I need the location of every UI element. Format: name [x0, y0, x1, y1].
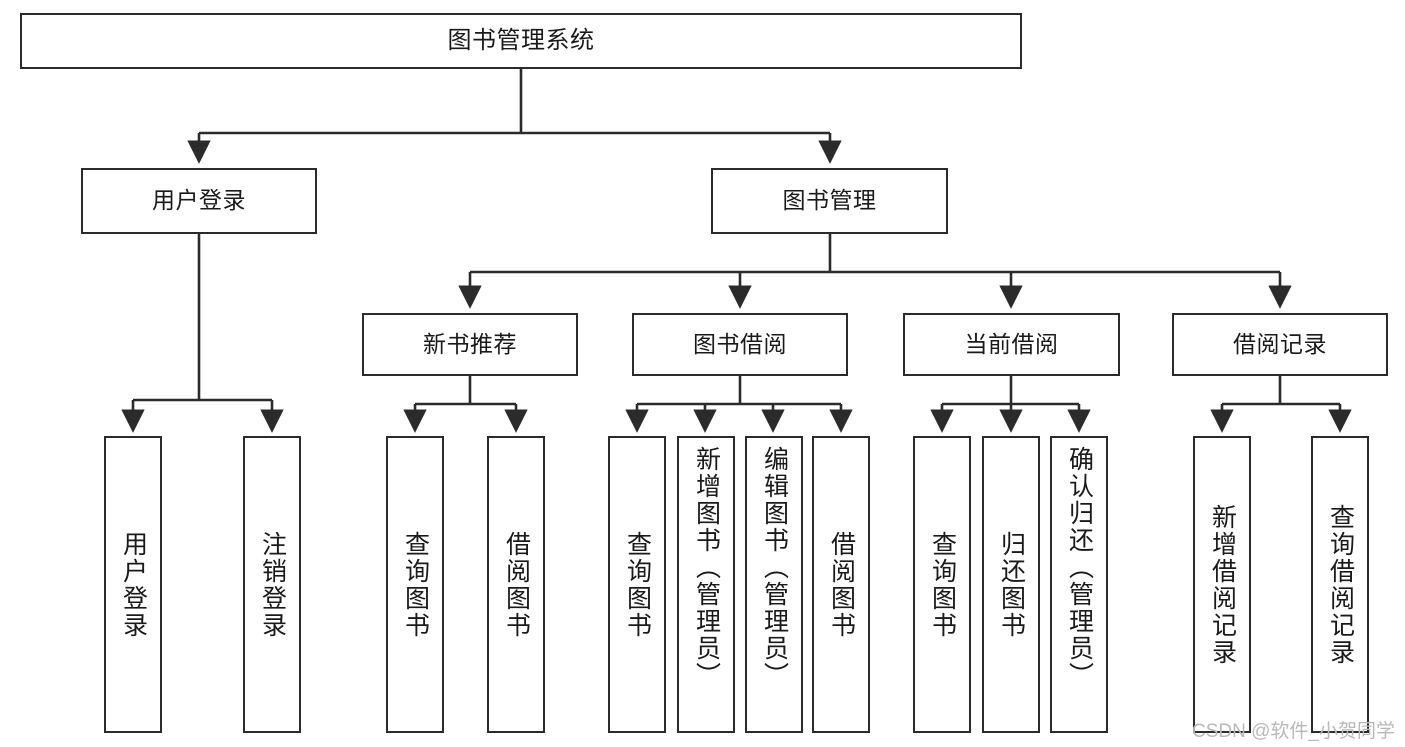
node-label: 编辑图书（管理员） — [760, 446, 789, 689]
node-label: 新增借阅记录 — [1208, 503, 1237, 666]
node-label: 查询图书 — [401, 530, 430, 639]
node-book-manage[interactable]: 图书管理 — [711, 168, 948, 234]
node-label: 借阅记录 — [1233, 330, 1327, 357]
node-leaf-edit-book-admin[interactable]: 编辑图书（管理员） — [745, 436, 803, 733]
node-label: 借阅图书 — [502, 530, 531, 639]
node-label: 用户登录 — [152, 187, 246, 214]
node-leaf-query-book-current[interactable]: 查询图书 — [913, 436, 971, 733]
node-label: 新书推荐 — [423, 330, 517, 357]
node-root-system[interactable]: 图书管理系统 — [20, 13, 1022, 69]
node-leaf-user-login[interactable]: 用户登录 — [104, 436, 162, 733]
node-leaf-add-book-admin[interactable]: 新增图书（管理员） — [677, 436, 735, 733]
node-leaf-logout-login[interactable]: 注销登录 — [243, 436, 301, 733]
node-borrow-record[interactable]: 借阅记录 — [1172, 313, 1388, 376]
node-current-borrow[interactable]: 当前借阅 — [903, 313, 1120, 376]
node-label: 查询图书 — [623, 530, 652, 639]
node-label: 借阅图书 — [827, 530, 856, 639]
node-new-book-recommend[interactable]: 新书推荐 — [362, 313, 578, 376]
node-label: 当前借阅 — [964, 330, 1059, 357]
node-leaf-return-book[interactable]: 归还图书 — [982, 436, 1040, 733]
node-label: 归还图书 — [997, 530, 1026, 639]
node-leaf-borrow-book[interactable]: 借阅图书 — [812, 436, 870, 733]
node-label: 查询图书 — [928, 530, 957, 639]
csdn-watermark: CSDN @软件_小贺同学 — [1192, 721, 1395, 742]
node-label: 新增图书（管理员） — [692, 446, 721, 689]
node-user-login[interactable]: 用户登录 — [81, 168, 317, 234]
node-label: 图书管理 — [782, 187, 877, 214]
node-leaf-query-borrow-record[interactable]: 查询借阅记录 — [1311, 436, 1369, 733]
node-leaf-confirm-return-admin[interactable]: 确认归还（管理员） — [1050, 436, 1108, 733]
node-leaf-borrow-book-rec[interactable]: 借阅图书 — [487, 436, 545, 733]
node-label: 查询借阅记录 — [1326, 503, 1355, 666]
node-label: 用户登录 — [119, 530, 148, 639]
node-label: 注销登录 — [258, 530, 287, 639]
node-leaf-query-book-borrow[interactable]: 查询图书 — [608, 436, 666, 733]
node-book-borrow[interactable]: 图书借阅 — [632, 313, 848, 376]
node-label: 图书借阅 — [693, 330, 787, 357]
node-label: 确认归还（管理员） — [1065, 446, 1094, 689]
node-leaf-add-borrow-record[interactable]: 新增借阅记录 — [1193, 436, 1251, 733]
node-label: 图书管理系统 — [447, 26, 595, 54]
node-leaf-query-book-rec[interactable]: 查询图书 — [386, 436, 444, 733]
